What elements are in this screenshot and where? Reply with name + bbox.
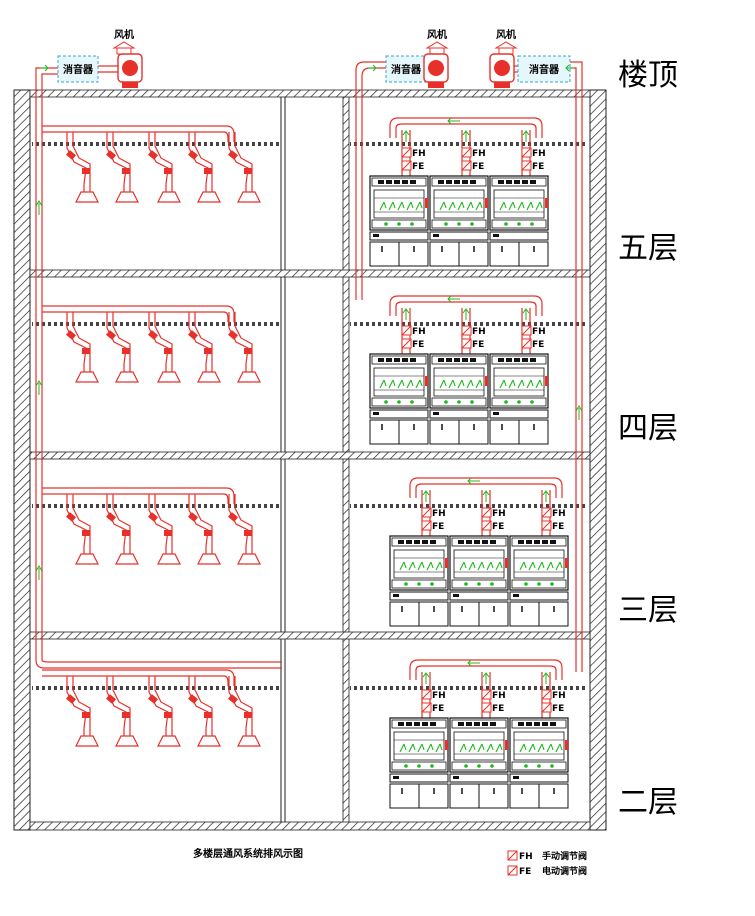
valve-fh-label: FH	[532, 149, 546, 159]
valve-fh-label: FH	[552, 509, 566, 519]
fume-arm	[106, 494, 139, 565]
floor-label-4: 四层	[618, 411, 678, 446]
airflow-arrows	[35, 200, 583, 580]
floor-label-roof: 楼顶	[618, 58, 678, 93]
fume-hood: FH FE	[429, 130, 489, 267]
legend-item-fe: FE 电动调节阀	[507, 865, 587, 877]
svg-text:消音器: 消音器	[63, 63, 94, 76]
fume-hood: FH FE	[449, 490, 509, 627]
hood-group-floor-2: FH FE FH FE FH FE	[389, 659, 569, 809]
silencer-right-2: 消音器	[517, 55, 571, 83]
fume-arm	[106, 132, 139, 203]
valve-fe-label: FE	[432, 704, 444, 714]
arm-group-floor-5	[42, 669, 261, 747]
fume-arm	[66, 494, 99, 565]
valve-fe-label: FE	[532, 340, 544, 350]
valve-fe-label: FE	[472, 162, 484, 172]
fume-arm	[228, 312, 261, 383]
valve-fh-label: FH	[472, 327, 486, 337]
fume-hood: FH FE	[489, 308, 549, 445]
floor-label-5: 五层	[618, 231, 678, 266]
svg-text:风机: 风机	[427, 28, 447, 41]
fume-hood: FH FE	[369, 130, 429, 267]
fume-arm-groups	[42, 125, 261, 747]
arm-group-floor-2	[42, 125, 261, 203]
fan-left: 风机	[112, 28, 143, 88]
valve-fh-label: FH	[532, 327, 546, 337]
arm-group-floor-4	[42, 487, 261, 565]
floor-labels: 楼顶 五层 四层 三层 二层	[618, 58, 678, 820]
svg-text:风机: 风机	[496, 28, 516, 41]
fume-arm	[66, 676, 99, 747]
fume-arm	[148, 132, 181, 203]
valve-fe-label: FE	[492, 704, 504, 714]
fume-arm	[188, 494, 221, 565]
svg-text:电动调节阀: 电动调节阀	[542, 865, 587, 877]
svg-text:FH: FH	[519, 852, 533, 862]
silencer-left: 消音器	[57, 55, 99, 83]
valve-fh-label: FH	[412, 327, 426, 337]
fume-arm	[228, 676, 261, 747]
svg-text:FE: FE	[519, 867, 531, 877]
valve-fh-label: FH	[552, 691, 566, 701]
floor-label-3: 三层	[618, 593, 678, 628]
valve-fe-label: FE	[432, 522, 444, 532]
fume-arm	[106, 312, 139, 383]
svg-text:手动调节阀: 手动调节阀	[542, 850, 587, 862]
fume-hood: FH FE	[429, 308, 489, 445]
ceiling-rails	[32, 142, 588, 690]
valve-fe-label: FE	[472, 340, 484, 350]
fume-hood: FH FE	[389, 490, 449, 627]
svg-text:消音器: 消音器	[391, 63, 422, 76]
fan-right-2: 风机	[489, 28, 518, 88]
fume-arm	[228, 132, 261, 203]
svg-text:消音器: 消音器	[529, 63, 560, 76]
fume-hood-groups: FH FE FH FE FH FE FH FE FH FE FH FE FH FE FH FE FH FE FH FE…	[369, 117, 569, 809]
valve-fh-label: FH	[412, 149, 426, 159]
valve-fh-label: FH	[432, 509, 446, 519]
valve-fh-label: FH	[492, 691, 506, 701]
fume-hood: FH FE	[509, 672, 569, 809]
valve-fh-label: FH	[472, 149, 486, 159]
building-structure	[13, 89, 607, 831]
fume-arm	[188, 312, 221, 383]
legend: FH 手动调节阀 FE 电动调节阀	[507, 850, 587, 877]
fume-arm	[66, 132, 99, 203]
fume-hood: FH FE	[489, 130, 549, 267]
fume-arm	[188, 132, 221, 203]
diagram-caption: 多楼层通风系统排风示图	[193, 847, 303, 860]
svg-text:风机: 风机	[114, 28, 134, 41]
fume-arm	[188, 676, 221, 747]
fume-arm	[228, 494, 261, 565]
fume-hood: FH FE	[449, 672, 509, 809]
roof-equipment: 消音器 风机 消音器 风机 风机	[40, 28, 574, 88]
valve-fe-label: FE	[552, 704, 564, 714]
hood-group-floor-5: FH FE FH FE FH FE	[369, 117, 549, 267]
fan-right-1: 风机	[423, 28, 449, 88]
legend-item-fh: FH 手动调节阀	[507, 850, 587, 862]
valve-fe-label: FE	[552, 522, 564, 532]
valve-fe-label: FE	[492, 522, 504, 532]
fume-arm	[66, 312, 99, 383]
hood-group-floor-4: FH FE FH FE FH FE	[369, 295, 549, 445]
fume-arm	[148, 494, 181, 565]
arm-group-floor-3	[42, 305, 261, 383]
fume-arm	[148, 676, 181, 747]
valve-fh-label: FH	[492, 509, 506, 519]
hood-group-floor-3: FH FE FH FE FH FE	[389, 477, 569, 627]
fume-arm	[106, 676, 139, 747]
floor-label-2: 二层	[618, 785, 678, 820]
fume-hood: FH FE	[389, 672, 449, 809]
valve-fh-label: FH	[432, 691, 446, 701]
main-ducts	[35, 61, 583, 672]
silencer-right-1: 消音器	[385, 55, 427, 83]
fume-hood: FH FE	[369, 308, 429, 445]
fume-hood: FH FE	[509, 490, 569, 627]
fume-arm	[148, 312, 181, 383]
valve-fe-label: FE	[412, 162, 424, 172]
valve-fe-label: FE	[532, 162, 544, 172]
valve-fe-label: FE	[412, 340, 424, 350]
